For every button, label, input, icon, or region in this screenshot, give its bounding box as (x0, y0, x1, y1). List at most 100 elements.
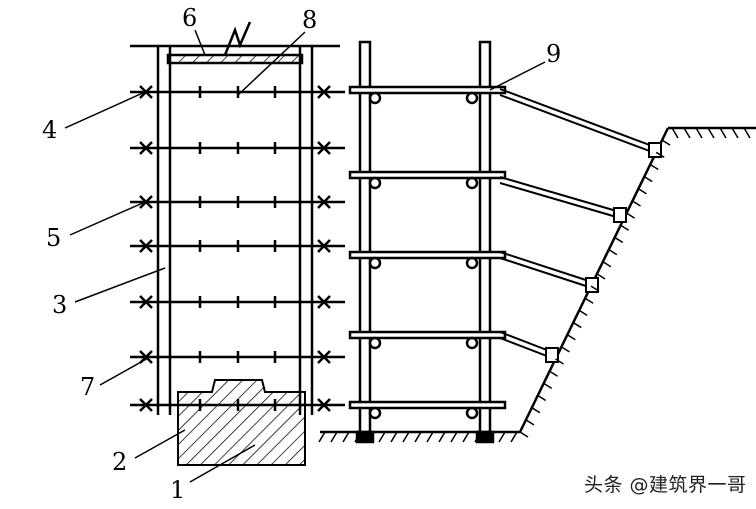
hatch-mark (643, 176, 653, 183)
hatch-mark (566, 334, 576, 341)
hatch-mark (719, 127, 727, 139)
label-7: 7 (80, 373, 95, 401)
label-1: 1 (170, 476, 185, 504)
tie-cross-mark (317, 295, 331, 309)
hatch-mark (342, 431, 350, 443)
label-4: 4 (42, 116, 57, 144)
tie-cross-mark (317, 239, 331, 253)
break-mark (223, 21, 252, 56)
coupler (368, 176, 382, 190)
brace (499, 337, 553, 359)
tie-cross-mark (139, 398, 153, 412)
tie-cross-mark (139, 85, 153, 99)
coupler (465, 406, 479, 420)
tie-cross-mark (317, 85, 331, 99)
label-3: 3 (52, 291, 67, 319)
hatch-mark (498, 431, 506, 443)
hatch-mark (555, 358, 564, 365)
hatch-mark (695, 127, 703, 139)
hatch-mark (731, 127, 739, 139)
tie-cross-mark (317, 350, 331, 364)
coupler (465, 91, 479, 105)
hatch-mark (743, 127, 751, 139)
label-9: 9 (546, 40, 561, 68)
hatch-mark (462, 431, 470, 443)
hatch-mark (414, 431, 422, 443)
label-2: 2 (112, 448, 127, 476)
hatch-mark (537, 394, 547, 402)
hatch-mark (632, 200, 641, 207)
hatch-mark (655, 151, 665, 158)
hatch-mark (438, 431, 446, 443)
tie-cross-mark (139, 239, 153, 253)
hatch-mark (390, 431, 398, 443)
coupler (465, 336, 479, 350)
hatch-mark (543, 382, 553, 389)
hatch-mark (561, 346, 570, 353)
brace (499, 251, 593, 283)
tie-cross-mark (317, 195, 331, 209)
coupler (368, 336, 382, 350)
watermark: 头条 @建筑界一哥 (584, 474, 747, 496)
formwork-panels (156, 46, 314, 415)
label-8: 8 (302, 6, 317, 34)
hatch-mark (549, 370, 558, 377)
hatch-mark (426, 431, 434, 443)
hatch-mark (683, 127, 691, 139)
hatch-mark (626, 212, 635, 219)
tie-cross-mark (317, 141, 331, 155)
coupler (465, 176, 479, 190)
hatch-mark (318, 431, 326, 443)
ledger (348, 330, 507, 340)
hatch-mark (590, 285, 600, 292)
hatch-mark (572, 321, 582, 329)
hatch-mark (330, 431, 338, 443)
ledger (348, 170, 507, 180)
brace (499, 257, 593, 289)
hatch-mark (510, 431, 518, 443)
top-cap (166, 53, 304, 65)
hatch-mark (450, 431, 458, 443)
hatch-mark (531, 407, 541, 414)
brace (499, 94, 656, 154)
brace (499, 176, 621, 213)
hatch-mark (474, 431, 482, 443)
brace-anchor (545, 347, 559, 363)
leader-lines (64, 29, 546, 483)
hatch-mark (614, 236, 624, 244)
hatch-mark (366, 431, 374, 443)
hatch-mark (354, 431, 362, 443)
brace-anchor (613, 207, 627, 223)
coupler (368, 256, 382, 270)
hatch-mark (578, 309, 588, 317)
tie-rods (130, 85, 345, 412)
hatch-mark (525, 419, 535, 426)
hatch-mark (519, 431, 529, 438)
coupler (368, 406, 382, 420)
brace (499, 331, 553, 353)
hatch-mark (584, 297, 594, 304)
scaffold-ledgers (348, 85, 507, 444)
coupler (368, 91, 382, 105)
hatch-mark (596, 273, 606, 280)
hatch-mark (638, 188, 647, 195)
hatch-mark (671, 127, 679, 139)
ledger (348, 250, 507, 260)
hatch-mark (486, 431, 494, 443)
brace (499, 88, 656, 148)
hatch-mark (378, 431, 386, 443)
hatch-mark (602, 261, 612, 268)
tie-cross-mark (317, 398, 331, 412)
hatch-mark (649, 163, 659, 171)
soil-hatching (318, 127, 751, 443)
hatch-mark (620, 224, 630, 231)
tie-cross-mark (139, 295, 153, 309)
ledger (348, 400, 507, 410)
base-plate (475, 430, 495, 444)
hatch-mark (608, 248, 618, 256)
base-plate (355, 430, 375, 444)
diagonal-braces (499, 88, 662, 363)
coupler (465, 256, 479, 270)
